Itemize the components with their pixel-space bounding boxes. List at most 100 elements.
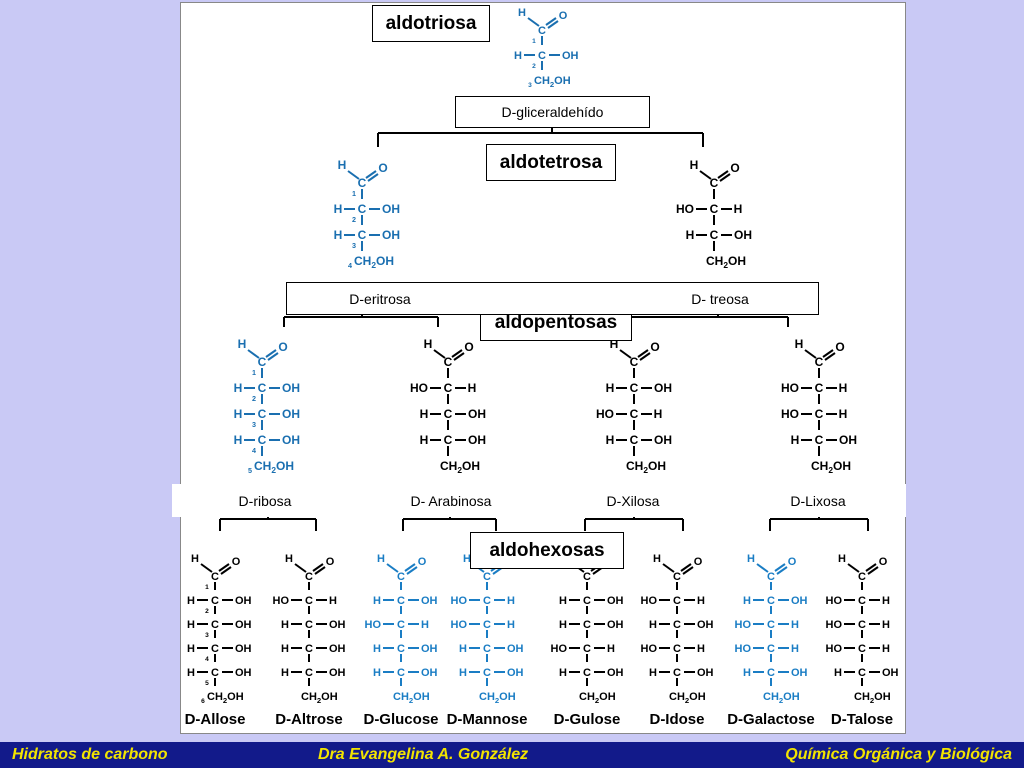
h-substituent-label: H (234, 381, 243, 395)
carbonyl-o-label: O (232, 556, 241, 568)
svg-text:CH2OH: CH2OH (579, 691, 616, 705)
aldehyde-h-label: H (424, 337, 433, 351)
aldehyde-h-label: H (238, 337, 247, 351)
oh-substituent-label: HO (676, 202, 694, 216)
stereocenter-c-label: C (858, 619, 866, 631)
h-substituent-label: H (329, 595, 337, 607)
oh-substituent-label: OH (562, 50, 579, 62)
stereocenter-c-label: C (258, 407, 267, 421)
aldehyde-h-label: H (653, 553, 661, 565)
oh-substituent-label: OH (607, 667, 624, 679)
oh-substituent-label: OH (421, 595, 438, 607)
svg-text:CH2OH: CH2OH (763, 691, 800, 705)
svg-text:CH2OH: CH2OH (301, 691, 338, 705)
h-substituent-label: H (686, 228, 695, 242)
name-d-gliceraldehido: D-gliceraldehído (455, 96, 650, 128)
h-substituent-label: H (559, 667, 567, 679)
footer-author: Dra Evangelina A. González (318, 746, 529, 763)
carbon-number: 4 (252, 446, 256, 455)
carbon-1-label: C (710, 176, 719, 190)
carbon-1-label: C (444, 355, 453, 369)
oh-substituent-label: HO (735, 619, 752, 631)
hexose-name-label: D-Altrose (275, 711, 343, 728)
hexose-name-label: D-Mannose (447, 711, 528, 728)
carbon-1-label: C (358, 176, 367, 190)
carbon-1-label: C (483, 571, 491, 583)
aldehyde-h-label: H (518, 7, 526, 19)
stereocenter-c-label: C (483, 667, 491, 679)
oh-substituent-label: OH (421, 643, 438, 655)
h-substituent-label: H (420, 433, 429, 447)
carbonyl-o-label: O (326, 556, 335, 568)
h-substituent-label: H (649, 667, 657, 679)
oh-substituent-label: OH (382, 228, 400, 242)
h-substituent-label: H (743, 595, 751, 607)
aldehyde-h-label: H (610, 337, 619, 351)
aldehyde-h-label: H (747, 553, 755, 565)
h-substituent-label: H (187, 619, 195, 631)
carbonyl-o-label: O (879, 556, 888, 568)
oh-substituent-label: OH (421, 667, 438, 679)
h-substituent-label: H (421, 619, 429, 631)
oh-substituent-label: OH (654, 433, 672, 447)
stereocenter-c-label: C (767, 667, 775, 679)
tetrose-name-bar (286, 282, 819, 315)
carbon-number: 2 (252, 394, 256, 403)
h-substituent-label: H (559, 595, 567, 607)
h-substituent-label: H (234, 407, 243, 421)
h-substituent-label: H (734, 202, 743, 216)
stereocenter-c-label: C (673, 595, 681, 607)
stereocenter-c-label: C (815, 407, 824, 421)
oh-substituent-label: OH (235, 595, 252, 607)
carbon-1-label: C (815, 355, 824, 369)
aldehyde-h-label: H (795, 337, 804, 351)
name-d-ribosa: D-ribosa (238, 493, 292, 509)
stereocenter-c-label: C (673, 643, 681, 655)
header-aldohexosas: aldohexosas (470, 532, 624, 569)
stereocenter-c-label: C (858, 667, 866, 679)
h-substituent-label: H (187, 595, 195, 607)
stereocenter-c-label: C (444, 407, 453, 421)
stereocenter-c-label: C (305, 595, 313, 607)
oh-substituent-label: OH (507, 667, 524, 679)
aldehyde-h-label: H (377, 553, 385, 565)
stereocenter-c-label: C (583, 595, 591, 607)
h-substituent-label: H (791, 619, 799, 631)
h-substituent-label: H (373, 667, 381, 679)
svg-text:CH2OH: CH2OH (207, 691, 244, 705)
stereocenter-c-label: C (444, 381, 453, 395)
aldehyde-h-label: H (338, 158, 347, 172)
stereocenter-c-label: C (305, 619, 313, 631)
h-substituent-label: H (606, 381, 615, 395)
carbon-number: 3 (205, 632, 209, 639)
carbon-number: 5 (205, 680, 209, 687)
stereocenter-c-label: C (305, 667, 313, 679)
oh-substituent-label: HO (410, 381, 428, 395)
carbon-number: 3 (352, 241, 356, 250)
h-substituent-label: H (334, 202, 343, 216)
h-substituent-label: H (559, 619, 567, 631)
stereocenter-c-label: C (397, 643, 405, 655)
stereocenter-c-label: C (211, 667, 219, 679)
h-substituent-label: H (373, 643, 381, 655)
stereocenter-c-label: C (358, 228, 367, 242)
oh-substituent-label: HO (735, 643, 752, 655)
carbon-1-label: C (538, 25, 546, 37)
hexose-name-label: D-Galactose (727, 711, 815, 728)
svg-text:CH2OH: CH2OH (626, 459, 666, 475)
h-substituent-label: H (882, 619, 890, 631)
carbonyl-o-label: O (650, 340, 659, 354)
svg-text:5: 5 (248, 466, 252, 475)
h-substituent-label: H (743, 667, 751, 679)
svg-text:3: 3 (528, 82, 532, 89)
oh-substituent-label: OH (507, 643, 524, 655)
h-substituent-label: H (606, 433, 615, 447)
name-d-lixosa: D-Lixosa (790, 493, 846, 509)
oh-substituent-label: OH (468, 433, 486, 447)
oh-substituent-label: HO (641, 595, 658, 607)
footer-course: Hidratos de carbono (12, 746, 168, 763)
